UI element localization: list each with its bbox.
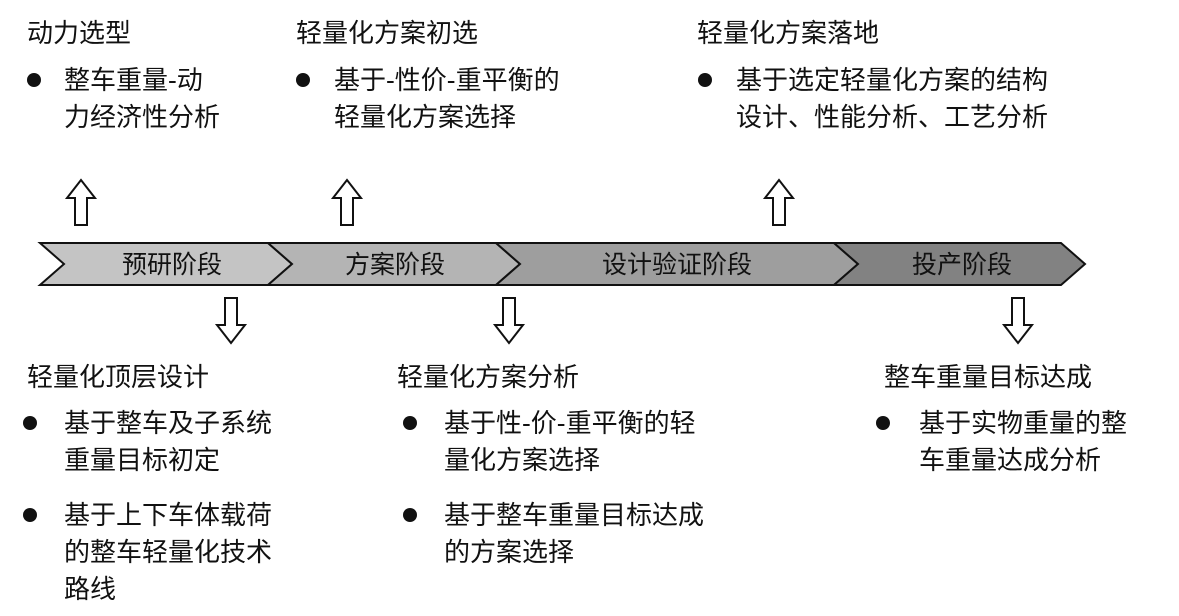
item-line: 基于实物重量的整 bbox=[919, 409, 1127, 439]
bullet-icon bbox=[27, 73, 41, 87]
block-title: 动力选型 bbox=[27, 19, 131, 49]
bottom-block-achievement: 整车重量目标达成 基于实物重量的整 车重量达成分析 bbox=[876, 363, 1127, 476]
item-line: 基于整车重量目标达成 bbox=[444, 501, 704, 531]
item-line: 重量目标初定 bbox=[64, 446, 220, 476]
bullet-icon bbox=[296, 73, 310, 87]
phase-label-scheme: 方案阶段 bbox=[345, 250, 445, 279]
up-arrow-icon bbox=[330, 178, 364, 226]
top-block-landing: 轻量化方案落地 基于选定轻量化方案的结构 设计、性能分析、工艺分析 bbox=[697, 19, 1048, 133]
phase-label-verify: 设计验证阶段 bbox=[602, 250, 752, 279]
down-arrows bbox=[214, 297, 1035, 345]
bullet-icon bbox=[403, 508, 417, 522]
item-line: 基于性-价-重平衡的轻 bbox=[444, 409, 696, 439]
bottom-block-analysis: 轻量化方案分析 基于性-价-重平衡的轻 量化方案选择 基于整车重量目标达成 的方… bbox=[397, 363, 704, 568]
block-title: 轻量化方案初选 bbox=[296, 19, 478, 49]
top-block-preselect: 轻量化方案初选 基于-性价-重平衡的 轻量化方案选择 bbox=[296, 19, 560, 133]
bullet-icon bbox=[23, 508, 37, 522]
item-line: 基于上下车体载荷 bbox=[64, 501, 272, 531]
phase-chevron-verify: 设计验证阶段 bbox=[493, 242, 860, 286]
bottom-block-top-design: 轻量化顶层设计 基于整车及子系统 重量目标初定 基于上下车体载荷 的整车轻量化技… bbox=[23, 363, 272, 605]
down-arrow-icon bbox=[214, 297, 248, 345]
item-line: 力经济性分析 bbox=[64, 103, 220, 133]
down-arrow-icon bbox=[492, 297, 526, 345]
phase-chevron-pre: 预研阶段 bbox=[37, 242, 294, 286]
item-line: 量化方案选择 bbox=[444, 446, 600, 476]
item-line: 的方案选择 bbox=[444, 538, 574, 568]
up-arrow-icon bbox=[64, 178, 98, 226]
phase-label-prod: 投产阶段 bbox=[912, 250, 1012, 279]
phase-label-pre: 预研阶段 bbox=[122, 250, 222, 279]
process-timeline: 预研阶段 方案阶段 设计验证阶段 投产阶段 bbox=[37, 242, 1087, 286]
item-line: 基于整车及子系统 bbox=[64, 409, 272, 439]
bullet-icon bbox=[23, 416, 37, 430]
up-arrows bbox=[64, 178, 796, 226]
item-line: 路线 bbox=[64, 575, 116, 605]
phase-chevron-scheme: 方案阶段 bbox=[265, 242, 522, 286]
item-line: 轻量化方案选择 bbox=[334, 103, 516, 133]
bullet-icon bbox=[698, 73, 712, 87]
down-arrow-icon bbox=[1001, 297, 1035, 345]
block-title: 轻量化方案落地 bbox=[697, 19, 879, 49]
top-block-power: 动力选型 整车重量-动 力经济性分析 bbox=[27, 19, 220, 133]
phase-chevron-prod: 投产阶段 bbox=[831, 242, 1087, 286]
block-title: 整车重量目标达成 bbox=[884, 363, 1092, 393]
block-title: 轻量化方案分析 bbox=[397, 363, 579, 393]
block-title: 轻量化顶层设计 bbox=[27, 363, 209, 393]
item-line: 整车重量-动 bbox=[64, 66, 203, 96]
item-line: 基于-性价-重平衡的 bbox=[334, 66, 560, 96]
up-arrow-icon bbox=[762, 178, 796, 226]
item-line: 设计、性能分析、工艺分析 bbox=[736, 103, 1048, 133]
item-line: 基于选定轻量化方案的结构 bbox=[736, 66, 1048, 96]
bullet-icon bbox=[403, 416, 417, 430]
item-line: 车重量达成分析 bbox=[919, 446, 1101, 476]
bullet-icon bbox=[876, 416, 890, 430]
item-line: 的整车轻量化技术 bbox=[64, 538, 272, 568]
